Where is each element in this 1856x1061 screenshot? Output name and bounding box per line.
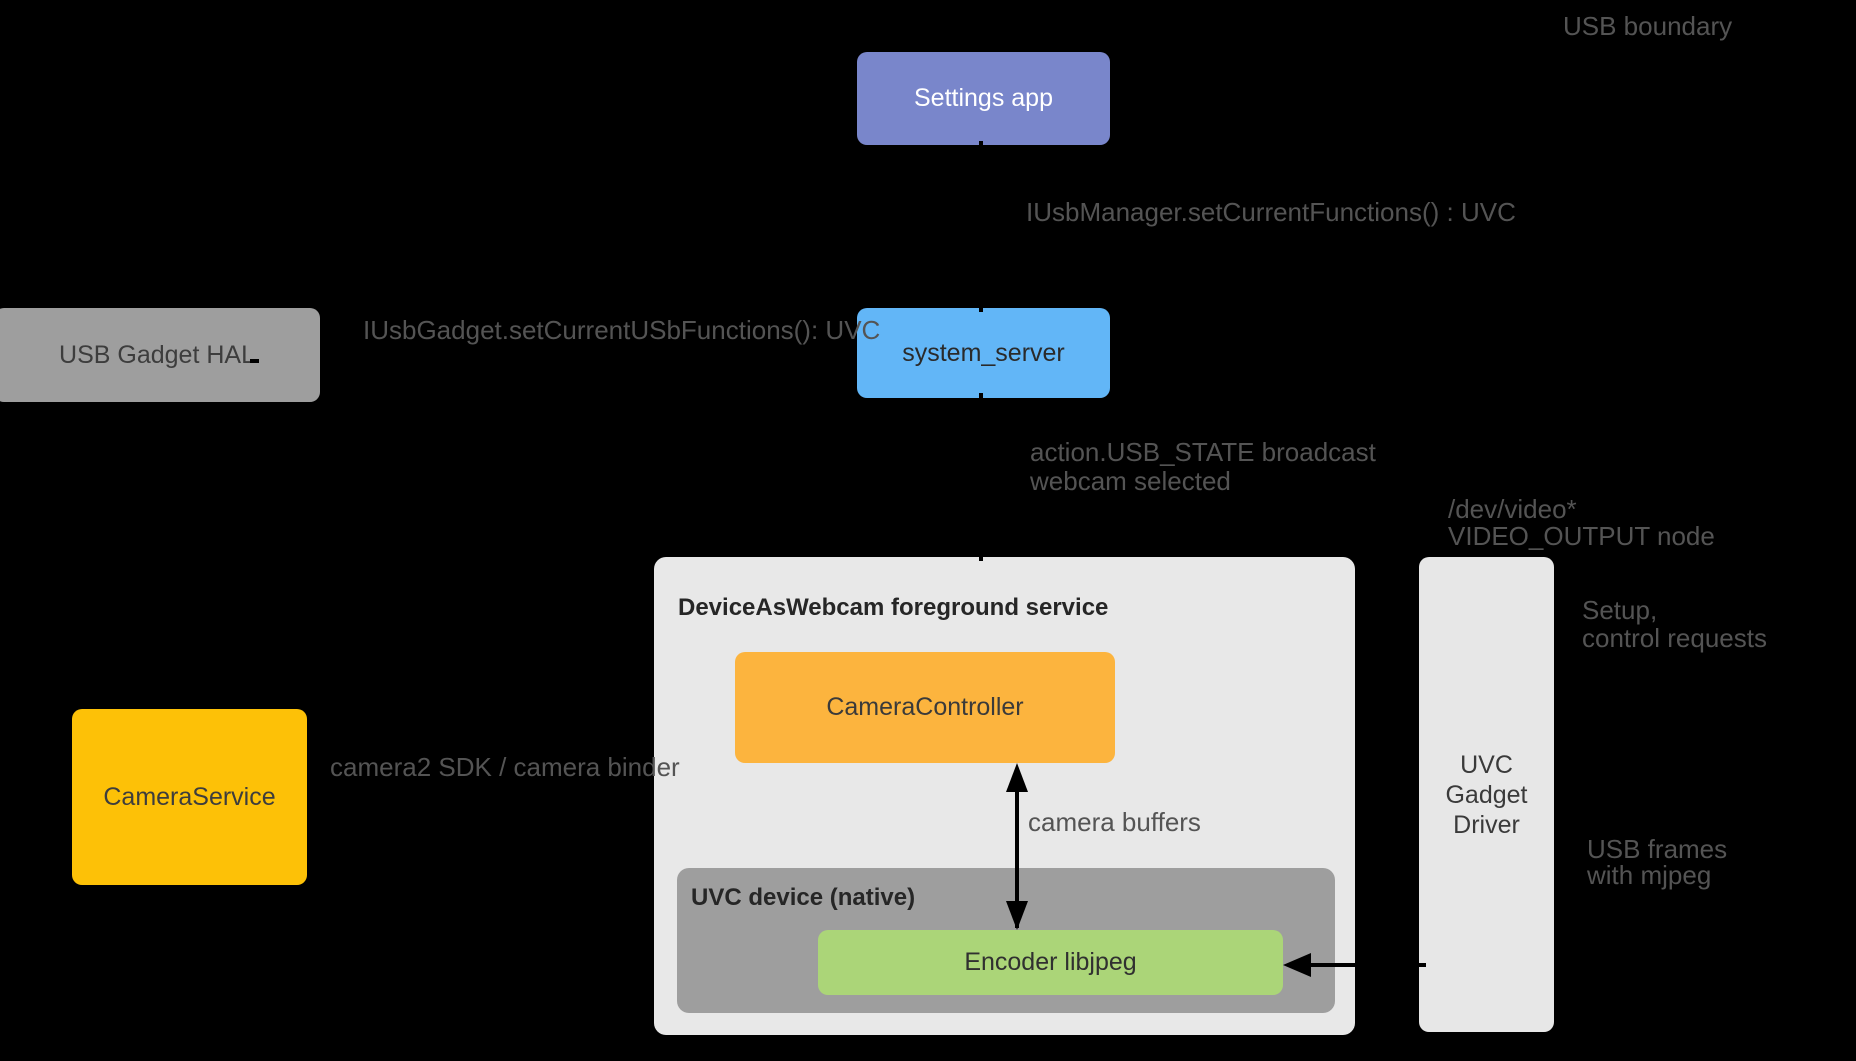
connector-settings-to-systemserver [979, 141, 983, 312]
connector-usb-setup-requests [1554, 620, 1856, 624]
usb-gadget-hal-node: USB Gadget HAL [0, 308, 320, 402]
system-server-node: system_server [857, 308, 1110, 398]
iusbgadget-call-label: IUsbGadget.setCurrentUSbFunctions(): UVC [363, 315, 881, 345]
uvc-device-native-title: UVC device (native) [691, 884, 916, 911]
usb-boundary-label: USB boundary [1563, 11, 1733, 41]
settings-app-node: Settings app [857, 52, 1110, 145]
encoder-arrow-line [1306, 963, 1426, 967]
camera-controller-node: CameraController [735, 652, 1115, 763]
camera2-sdk-binder-label: camera2 SDK / camera binder [330, 752, 680, 782]
uvc-gadget-driver-node: UVC Gadget Driver [1419, 557, 1554, 1032]
encoder-libjpeg-node: Encoder libjpeg [818, 930, 1283, 995]
connector-usb-frames [1554, 860, 1856, 864]
iusbmanager-call-label: IUsbManager.setCurrentFunctions() : UVC [1026, 197, 1516, 227]
camera-service-node: CameraService [72, 709, 307, 885]
usb-frames-mjpeg-label: USB frames with mjpeg [1587, 834, 1728, 890]
camera-buffers-arrowhead-down-icon [1006, 901, 1028, 930]
camera-buffers-arrow-line [1015, 770, 1019, 928]
encoder-arrowhead-left-icon [1283, 953, 1311, 977]
setup-control-requests-label: Setup, control requests [1582, 595, 1767, 653]
connector-hal-notch [250, 359, 259, 363]
camera-buffers-arrowhead-up-icon [1006, 763, 1028, 792]
connector-systemserver-to-hal [252, 359, 857, 363]
connector-cameraservice-binder [310, 777, 654, 781]
dev-video-node-label: /dev/video* VIDEO_OUTPUT node [1448, 494, 1715, 551]
usb-state-broadcast-label: action.USB_STATE broadcast webcam select… [1030, 437, 1376, 496]
camera-buffers-label: camera buffers [1028, 807, 1201, 837]
connector-systemserver-to-service [979, 393, 983, 561]
device-as-webcam-title: DeviceAsWebcam foreground service [678, 594, 1109, 621]
